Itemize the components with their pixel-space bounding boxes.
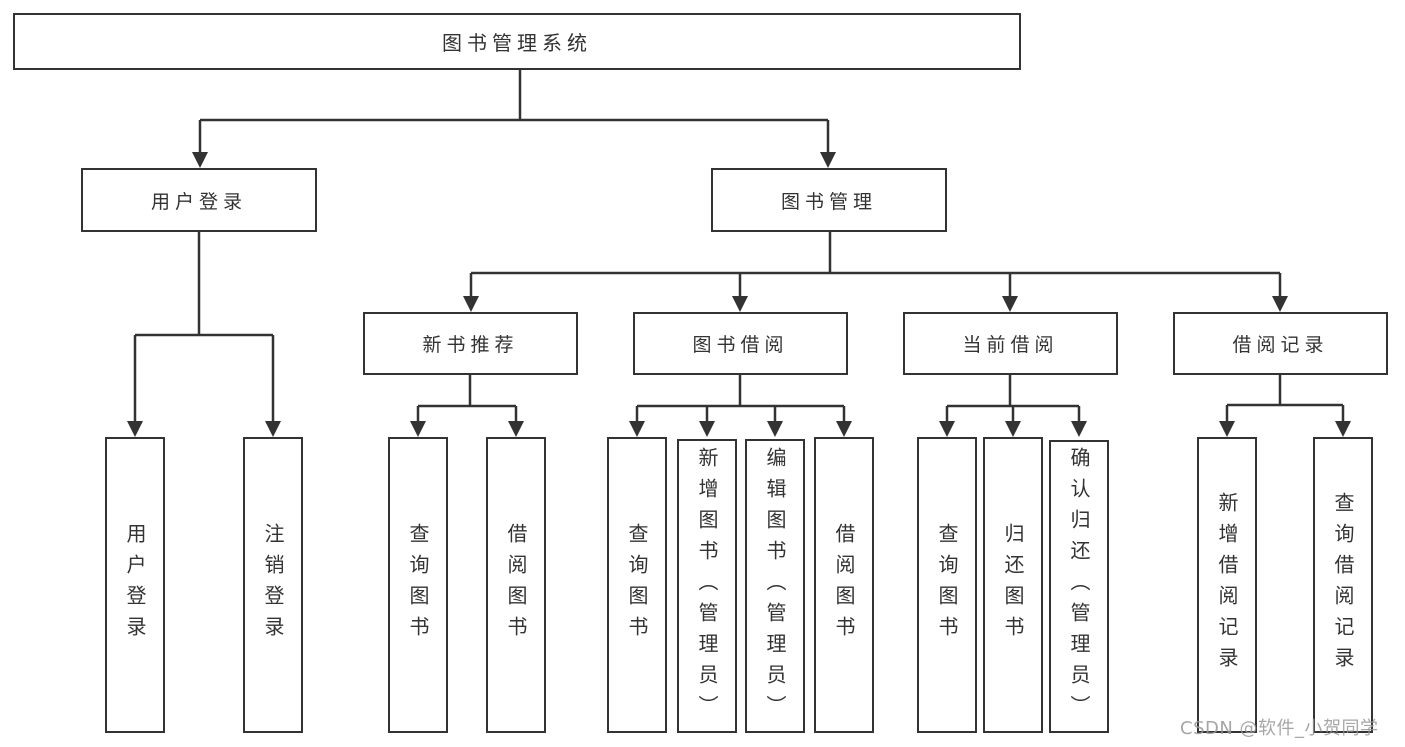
leaf-records-add-record: 新增借阅记录 [1197,437,1257,733]
leaf-newrec-query-books-label: 查询图书 [406,523,430,647]
node-book-borrowing-label: 图书借阅 [692,334,789,356]
leaf-newrec-borrow-books-label: 借阅图书 [504,523,528,647]
node-book-borrowing: 图书借阅 [633,312,848,375]
leaf-newrec-query-books: 查询图书 [388,437,448,733]
node-book-management-label: 图书管理 [780,190,877,213]
node-user-login: 用户登录 [81,168,317,232]
node-book-management: 图书管理 [711,168,947,232]
node-current-borrowing: 当前借阅 [903,312,1118,375]
leaf-borrow-add-book-admin-label: 新增图书（管理员） [695,446,719,726]
leaf-current-confirm-return-admin-label: 确认归还（管理员） [1067,447,1091,726]
node-current-borrowing-label: 当前借阅 [962,334,1059,356]
leaf-borrow-add-book-admin: 新增图书（管理员） [677,439,737,733]
node-new-book-recommend-label: 新书推荐 [422,334,519,356]
csdn-watermark: CSDN @软件_小贺同学 [1180,718,1379,739]
leaf-logout-label: 注销登录 [261,523,285,647]
leaf-borrow-edit-book-admin-label: 编辑图书（管理员） [763,446,787,726]
arrowhead-icon [1219,421,1235,437]
leaf-current-confirm-return-admin: 确认归还（管理员） [1049,440,1109,733]
node-borrowing-records-label: 借阅记录 [1232,334,1329,356]
arrowhead-icon [699,421,715,437]
arrowhead-icon [410,421,426,437]
leaf-borrow-borrow-books-label: 借阅图书 [832,523,856,647]
leaf-borrow-query-books: 查询图书 [607,437,667,733]
node-root-system: 图书管理系统 [13,13,1021,70]
arrowhead-icon [820,152,836,168]
arrowhead-icon [836,421,852,437]
arrowhead-icon [1002,296,1018,312]
arrowhead-icon [192,152,208,168]
leaf-records-query-record: 查询借阅记录 [1313,437,1373,733]
leaf-borrow-query-books-label: 查询图书 [625,523,649,647]
arrowhead-icon [508,421,524,437]
leaf-newrec-borrow-books: 借阅图书 [486,437,546,733]
arrowhead-icon [1335,421,1351,437]
leaf-records-add-record-label: 新增借阅记录 [1215,492,1239,678]
arrowhead-icon [1272,296,1288,312]
leaf-user-login: 用户登录 [105,437,165,733]
node-user-login-label: 用户登录 [150,190,247,213]
arrowhead-icon [767,421,783,437]
arrowhead-icon [732,296,748,312]
leaf-current-return-books: 归还图书 [983,437,1043,733]
node-borrowing-records: 借阅记录 [1173,312,1388,375]
leaf-borrow-borrow-books: 借阅图书 [814,437,874,733]
arrowhead-icon [463,296,479,312]
arrowhead-icon [127,421,143,437]
leaf-current-return-books-label: 归还图书 [1001,523,1025,647]
arrowhead-icon [265,421,281,437]
arrowhead-icon [939,421,955,437]
leaf-user-login-label: 用户登录 [123,523,147,647]
leaf-current-query-books: 查询图书 [917,437,977,733]
leaf-logout: 注销登录 [243,437,303,733]
arrowhead-icon [1071,421,1087,437]
node-root-label: 图书管理系统 [442,31,592,55]
leaf-borrow-edit-book-admin: 编辑图书（管理员） [745,439,805,733]
leaf-current-query-books-label: 查询图书 [935,523,959,647]
node-new-book-recommend: 新书推荐 [363,312,578,375]
arrowhead-icon [1005,421,1021,437]
leaf-records-query-record-label: 查询借阅记录 [1331,492,1355,678]
arrowhead-icon [629,421,645,437]
